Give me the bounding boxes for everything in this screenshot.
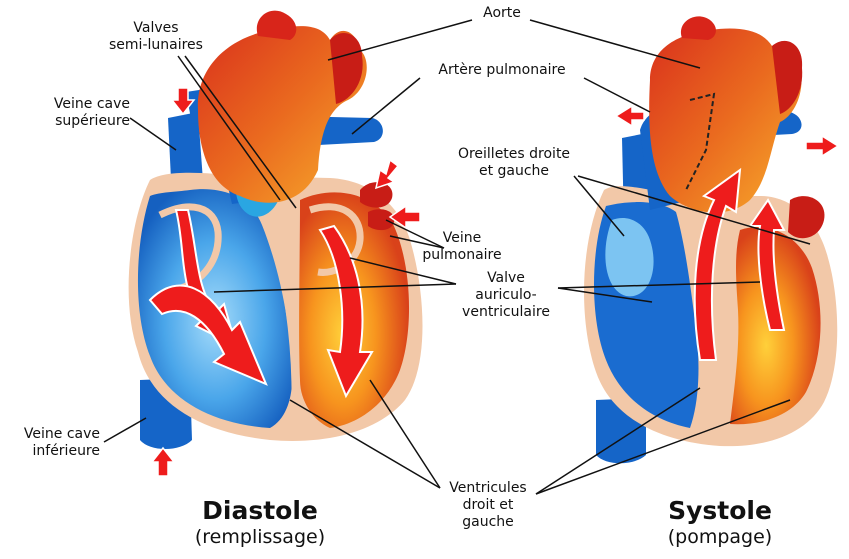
diastole-subtitle: (remplissage) bbox=[170, 526, 350, 548]
label-veine-cave-superieure: Veine cave supérieure bbox=[28, 96, 130, 130]
systole-heart bbox=[584, 16, 838, 463]
aorta-top-branch bbox=[257, 11, 296, 40]
label-ventricules: Ventricules droit et gauche bbox=[432, 480, 544, 531]
pulmonary-vein-bottom bbox=[368, 209, 394, 230]
s-aorta-top-branch bbox=[681, 16, 716, 40]
s-aorta-outflow-arrow bbox=[806, 136, 838, 156]
diastole-heart bbox=[129, 11, 423, 476]
label-veine-cave-inferieure: Veine cave inférieure bbox=[4, 426, 100, 460]
s-pa-outflow-arrow bbox=[616, 106, 644, 126]
systole-subtitle: (pompage) bbox=[640, 526, 800, 548]
label-artere-pulmonaire: Artère pulmonaire bbox=[418, 62, 586, 79]
ivc-inflow-arrow bbox=[152, 448, 174, 476]
pv-inflow-arrow-1 bbox=[376, 160, 398, 188]
label-valve-auriculo-ventriculaire: Valve auriculo- ventriculaire bbox=[450, 270, 562, 321]
line-artere-right bbox=[584, 78, 650, 112]
label-oreillettes: Oreilletes droite et gauche bbox=[442, 146, 586, 180]
s-pulmonary-vein bbox=[788, 196, 824, 238]
label-veine-pulmonaire: Veine pulmonaire bbox=[412, 230, 512, 264]
systole-title: Systole bbox=[640, 496, 800, 525]
label-aorte: Aorte bbox=[472, 5, 532, 22]
diastole-title: Diastole bbox=[180, 496, 340, 525]
line-artere-left bbox=[352, 78, 420, 134]
label-valves-semi-lunaires: Valves semi-lunaires bbox=[96, 20, 216, 54]
line-vci bbox=[104, 418, 146, 442]
